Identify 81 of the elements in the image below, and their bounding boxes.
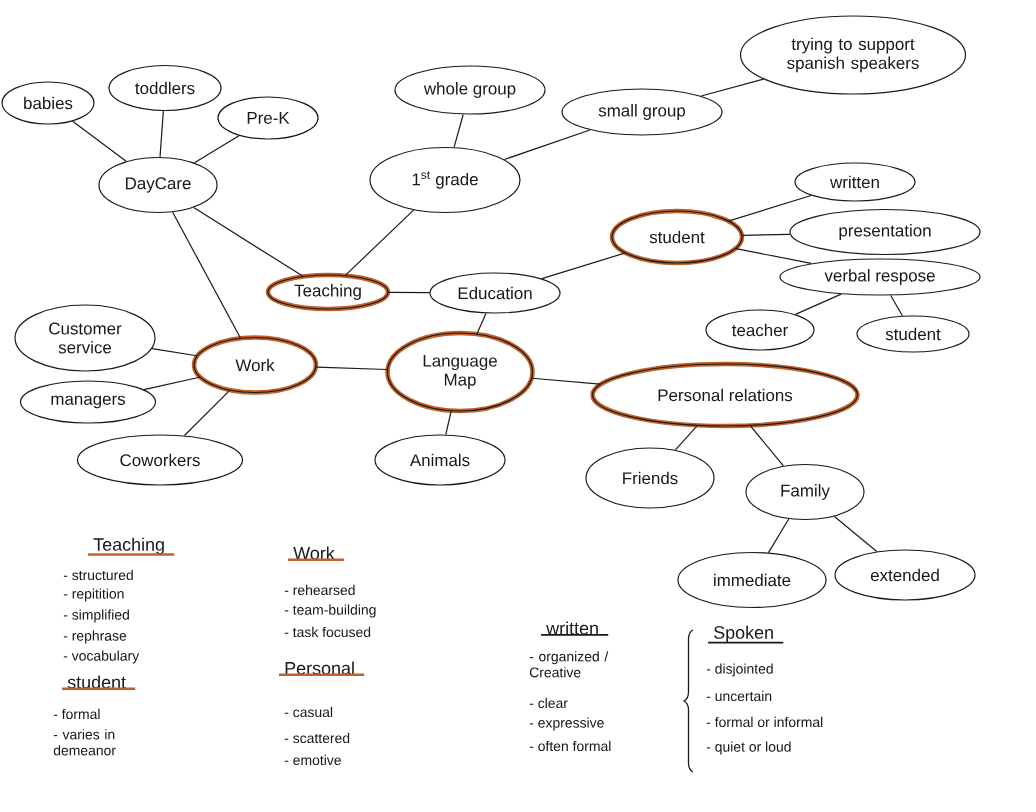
topic-bubble: toddlers [108, 64, 222, 112]
note-item: - structured [63, 569, 133, 581]
note-item: - rephrase [63, 630, 127, 644]
note-item: - rehearsed [284, 584, 355, 596]
topic-bubble: small group [561, 88, 723, 136]
connector-line [453, 113, 464, 148]
note-item: - formal [53, 708, 100, 720]
connector-line [345, 209, 415, 276]
note-item: - varies in demeanor [53, 729, 116, 756]
connector-line [890, 294, 904, 317]
connector-line [531, 377, 601, 385]
connector-line [72, 120, 127, 162]
connector-line [833, 515, 878, 553]
connector-line [794, 293, 842, 315]
connector-line [728, 194, 812, 222]
connector-line [476, 312, 487, 335]
topic-bubble: Pre-K [217, 96, 319, 140]
topic-bubble: teacher [705, 309, 815, 351]
note-item: - repitition [63, 588, 124, 602]
central-topic-bubble: Language Map [385, 330, 535, 414]
topic-bubble: immediate [677, 551, 827, 609]
connector-line [674, 425, 698, 451]
topic-bubble: Friends [585, 447, 715, 509]
topic-bubble: Customer service [14, 304, 156, 372]
topic-bubble: Work [191, 335, 319, 395]
underlined-heading: Spoken [707, 625, 785, 644]
connector-line [172, 211, 241, 339]
connector-line [143, 376, 201, 391]
connector-line [315, 366, 388, 371]
note-item: - simplified [63, 609, 129, 623]
connector-line [700, 78, 765, 97]
topic-bubble: babies [1, 81, 95, 125]
topic-bubble: student [856, 315, 970, 353]
connector-line [741, 233, 791, 236]
topic-bubble: student [609, 208, 745, 266]
connector-line [735, 248, 812, 265]
topic-bubble: extended [834, 549, 976, 601]
underlined-heading: student [62, 675, 136, 691]
topic-bubble: Teaching [265, 272, 391, 312]
connector-line [183, 389, 231, 437]
topic-bubble: presentation [789, 208, 981, 256]
underlined-heading: Teaching [88, 537, 175, 556]
underlined-heading: Work [288, 546, 344, 562]
note-item: - scattered [284, 732, 350, 744]
topic-bubble: 1$^{st}$ grade [369, 146, 521, 214]
topic-bubble: trying to support spanish speakers [739, 15, 967, 95]
connector-line [193, 206, 304, 277]
connector-line [388, 291, 431, 294]
topic-bubble: Coworkers [76, 434, 244, 486]
note-item: - uncertain [706, 690, 772, 702]
note-item: - vocabulary [63, 650, 140, 664]
underlined-heading: Personal [279, 661, 365, 677]
connector-line [159, 110, 164, 158]
topic-bubble: verbal respose [779, 258, 981, 296]
note-item: - clear [529, 697, 568, 709]
connector-line [750, 425, 784, 467]
connector-line [767, 518, 790, 554]
topic-bubble: Animals [374, 434, 506, 486]
note-item: - task focused [284, 626, 371, 638]
note-item: - emotive [284, 754, 341, 766]
topic-bubble: managers [19, 380, 157, 424]
topic-bubble: Personal relations [590, 361, 860, 429]
underlined-heading: written [540, 621, 610, 636]
note-item: - quiet or loud [706, 741, 791, 755]
note-item: - team-building [284, 604, 376, 618]
connector-line [503, 129, 591, 161]
note-item: - casual [284, 706, 333, 718]
topic-bubble: written [794, 162, 916, 202]
connector-line [541, 252, 626, 280]
topic-bubble: Family [745, 463, 865, 521]
connector-line [151, 348, 198, 357]
topic-bubble: DayCare [98, 156, 218, 214]
connector-line [193, 135, 240, 164]
note-item: - organized / Creative [529, 651, 609, 678]
note-item: - often formal [529, 740, 611, 752]
note-item: - disjointed [706, 663, 773, 677]
connector-line [445, 410, 452, 436]
note-item: - formal or informal [706, 716, 823, 728]
topic-bubble: Education [429, 272, 561, 314]
topic-bubble: whole group [394, 65, 546, 115]
note-item: - expressive [529, 717, 604, 731]
